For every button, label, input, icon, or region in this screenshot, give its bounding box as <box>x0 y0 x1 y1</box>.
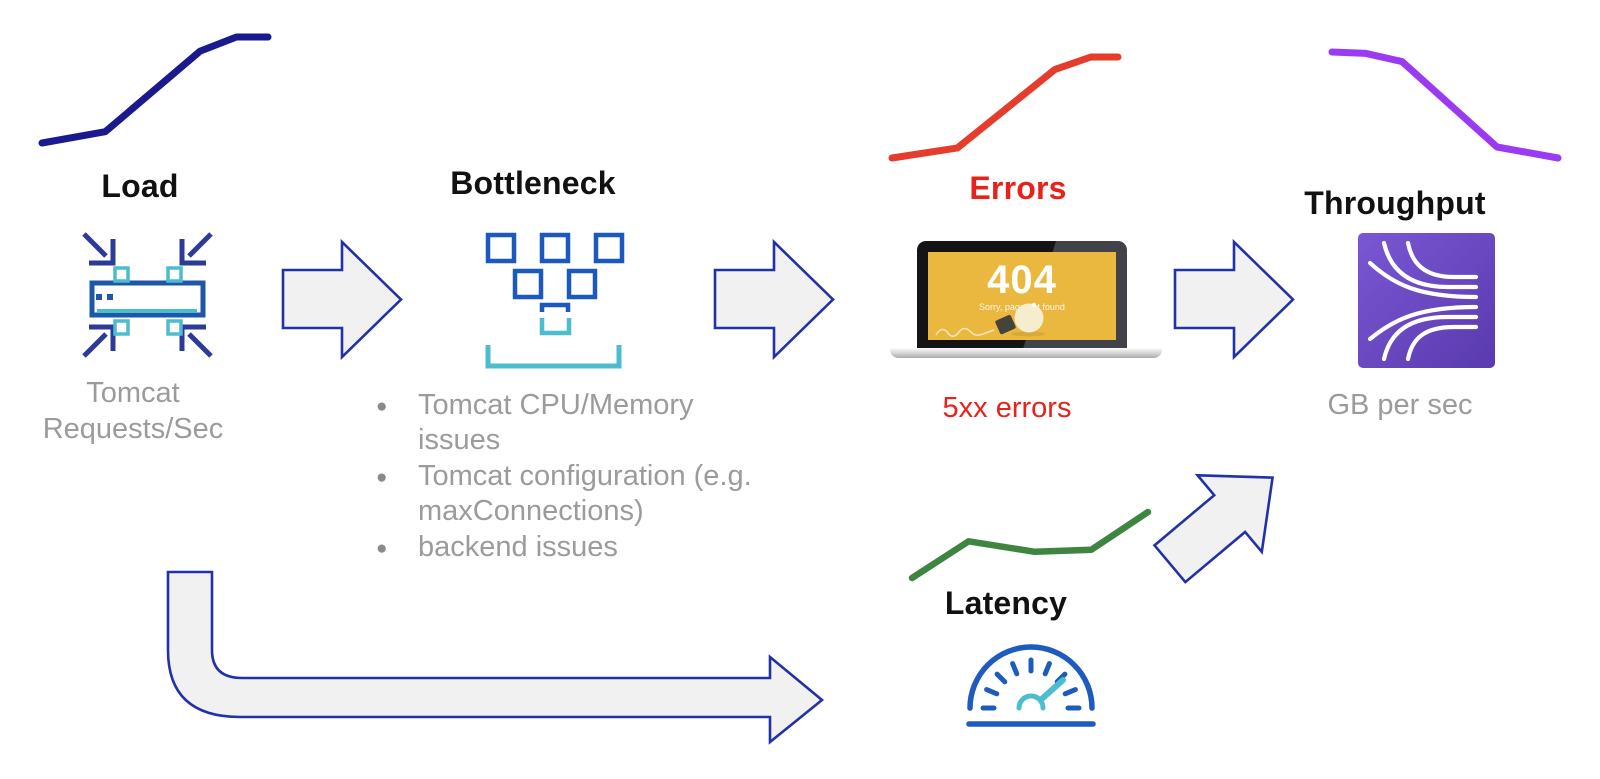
bullet-dot: ● <box>376 538 388 559</box>
bullet-item: ● Tomcat CPU/Memory issues <box>376 389 694 456</box>
bullet-dot: ● <box>376 396 388 417</box>
throughput-subtitle: GB per sec <box>1327 389 1473 421</box>
bullet-item: ● Tomcat configuration (e.g. maxConnecti… <box>376 460 752 527</box>
bottleneck-title: Bottleneck <box>450 165 616 201</box>
laptop-screen: 404 Sorry, page not found <box>928 252 1116 340</box>
errors-sparkline-chart <box>888 53 1122 162</box>
arrow-load-to-bottleneck <box>281 238 403 361</box>
laptop-404-icon: 404 Sorry, page not found <box>917 241 1127 349</box>
arrow-latency-to-errors-diagonal <box>1152 473 1275 584</box>
errors-title: Errors <box>969 170 1067 206</box>
bullet-item: ● backend issues <box>376 530 771 566</box>
fallen-lightbulb-icon <box>935 302 1045 338</box>
load-title: Load <box>101 168 179 204</box>
funnel-squares-icon <box>485 232 625 369</box>
speedometer-icon <box>966 644 1096 727</box>
throughput-sparkline-chart <box>1328 48 1562 162</box>
bottleneck-bullet-list: ● Tomcat CPU/Memory issues ● Tomcat conf… <box>376 388 771 567</box>
latency-sparkline-chart <box>908 508 1152 582</box>
load-sparkline-chart <box>38 33 272 147</box>
arrow-errors-to-throughput <box>1173 238 1295 361</box>
server-converging-arrows-icon <box>82 232 213 358</box>
laptop-base <box>890 348 1162 358</box>
load-subtitle: Tomcat Requests/Sec <box>42 377 224 445</box>
streamlines-icon <box>1358 233 1495 368</box>
latency-title: Latency <box>944 585 1068 621</box>
laptop-404-code: 404 <box>987 258 1057 302</box>
throughput-title: Throughput <box>1304 185 1486 221</box>
arrow-load-to-latency-bent <box>166 570 825 745</box>
bullet-dot: ● <box>376 467 388 488</box>
errors-subtitle: 5xx errors <box>942 392 1072 424</box>
arrow-bottleneck-to-errors <box>713 238 835 361</box>
